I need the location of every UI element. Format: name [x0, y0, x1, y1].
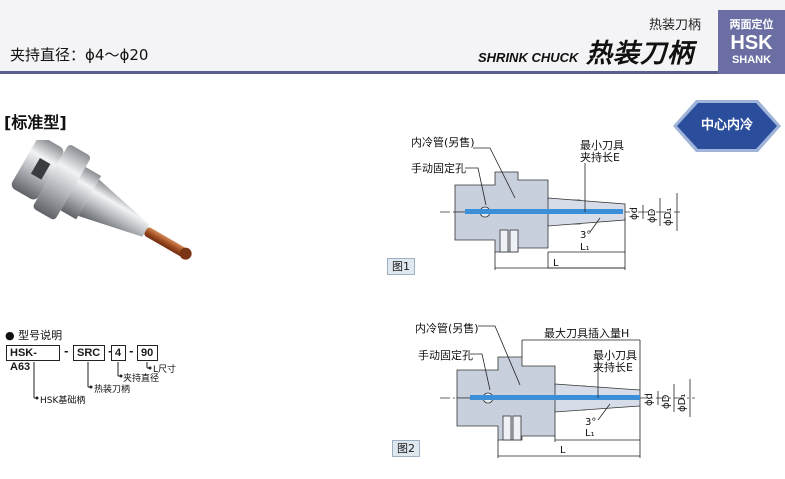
center-cooling-label: 中心内冷	[700, 118, 753, 133]
fig1-manual-hole-callout: 手动固定孔	[411, 162, 466, 175]
fig1-dim-angle: 3°	[580, 230, 592, 241]
fig2-min-clamp-top: 最小刀具	[593, 349, 637, 362]
hsk-shank-badge: 两面定位 HSK SHANK	[718, 10, 785, 74]
figure1-label: 图1	[387, 258, 415, 275]
fig2-inner-coolant-callout: 内冷管(另售)	[415, 322, 479, 335]
fig2-dim-L: L	[560, 445, 566, 456]
code-separator: -	[129, 345, 134, 358]
clamp-diameter-range: 夹持直径：ϕ4～ϕ20	[10, 46, 149, 64]
fig1-dim-L1: L₁	[580, 242, 590, 253]
fig2-dim-L1: L₁	[585, 428, 595, 439]
fig2-dim-d: ϕd	[644, 393, 655, 406]
coolant-tube	[470, 395, 640, 400]
badge-main-text: HSK	[730, 32, 773, 54]
header-band: 夹持直径：ϕ4～ϕ20 热装刀柄 SHRINK CHUCK 热装刀柄	[0, 0, 785, 74]
badge-bottom-text: SHANK	[731, 54, 772, 66]
fig1-inner-coolant-callout: 内冷管(另售)	[411, 136, 475, 149]
annotation-clamp-diameter: 夹持直径	[123, 374, 160, 384]
code-separator: -	[64, 345, 69, 358]
figure2-label: 图2	[392, 440, 420, 457]
category-label: 热装刀柄	[649, 18, 702, 33]
shrink-chuck-product-image	[11, 140, 192, 260]
code-length: 90	[137, 345, 158, 361]
annotation-hsk-base: HSK基础柄	[40, 396, 86, 406]
arrow-badge-shape	[673, 100, 781, 152]
code-separator: -	[108, 345, 113, 358]
fig2-dim-D: ϕD	[661, 394, 672, 409]
fig1-min-clamp-top: 最小刀具	[580, 139, 624, 152]
fig2-dim-D1: ϕD₁	[677, 393, 688, 412]
model-explanation-title: ● 型号说明	[5, 329, 63, 342]
code-hsk-base: HSK-A63	[6, 345, 60, 373]
fig2-max-insert-callout: 最大刀具插入量H	[544, 327, 630, 340]
title-english: SHRINK CHUCK	[478, 50, 579, 65]
fig1-dim-L: L	[553, 258, 559, 269]
annotation-length: L尺寸	[153, 365, 177, 375]
fig2-min-clamp-bottom: 夹持长E	[593, 361, 633, 374]
fig1-min-clamp-bottom: 夹持长E	[580, 151, 620, 164]
badge-top-text: 两面定位	[729, 18, 774, 31]
coolant-tube	[465, 209, 623, 214]
code-clamp-diameter: 4	[111, 345, 126, 361]
section-title: [标准型]	[4, 113, 67, 132]
fig2-manual-hole-callout: 手动固定孔	[418, 349, 473, 362]
fig2-dim-angle: 3°	[585, 417, 597, 428]
center-cooling-badge: 中心内冷	[672, 97, 782, 155]
title-chinese: 热装刀柄	[586, 39, 695, 69]
code-shrink-chuck: SRC	[73, 345, 105, 361]
annotation-shrink-chuck: 热装刀柄	[94, 385, 131, 395]
